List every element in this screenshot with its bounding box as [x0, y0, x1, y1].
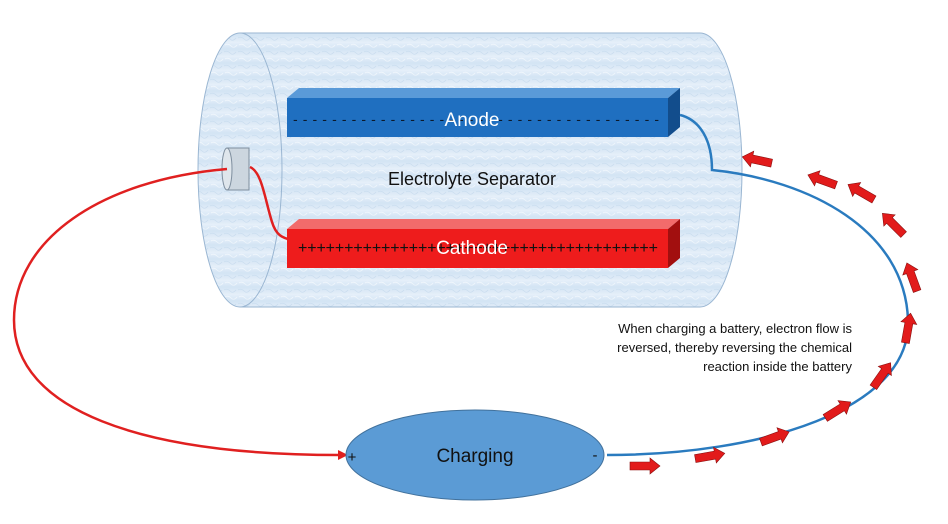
- anode-label: Anode: [445, 110, 500, 131]
- charging-caption: When charging a battery, electron flow i…: [560, 319, 852, 376]
- arrow-icon: [694, 446, 726, 464]
- positive-wire-arrowhead: [338, 450, 348, 460]
- charger-label: Charging: [436, 446, 513, 467]
- charger-minus: -: [593, 447, 598, 464]
- arrow-icon: [902, 262, 922, 293]
- positive-wire: [12, 167, 341, 457]
- caption-line-3: reaction inside the battery: [703, 359, 852, 374]
- arrow-icon: [882, 213, 907, 238]
- charger: [345, 409, 605, 501]
- anode-bar: [287, 88, 680, 137]
- separator-label: Electrolyte Separator: [388, 169, 556, 189]
- arrow-icon: [847, 182, 877, 204]
- arrow-icon: [822, 400, 852, 422]
- cathode-pluses: +++++++++++++++++++++++++++++++++++++++: [298, 240, 658, 257]
- arrow-icon: [869, 362, 892, 390]
- caption-line-1: When charging a battery, electron flow i…: [618, 321, 852, 336]
- caption-line-2: reversed, thereby reversing the chemical: [617, 340, 852, 355]
- arrow-icon: [759, 427, 790, 447]
- electron-flow-arrows: [629, 150, 922, 475]
- arrow-icon: [741, 150, 773, 168]
- arrow-icon: [807, 170, 838, 190]
- arrow-icon: [900, 312, 918, 344]
- cathode-bar: [287, 219, 680, 268]
- cathode-label: Cathode: [436, 238, 508, 259]
- arrow-icon: [629, 457, 661, 475]
- terminal-to-cathode-wire: [249, 165, 293, 242]
- anode-dashes: - - - - - - - - - - - - - - - - - - - - …: [293, 111, 659, 127]
- charger-plus: +: [348, 449, 357, 466]
